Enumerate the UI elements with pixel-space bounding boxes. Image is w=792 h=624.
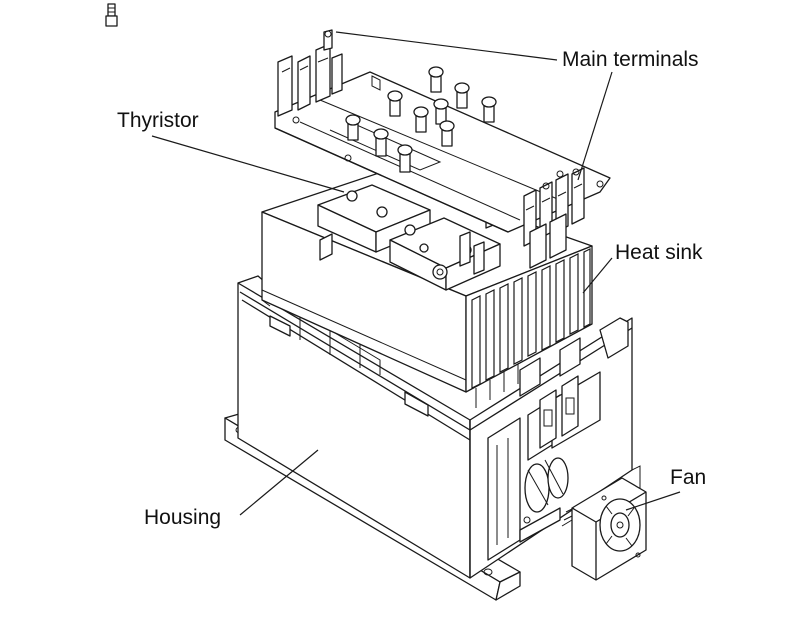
label-fan: Fan (670, 466, 707, 489)
leader-main-terminals-2 (577, 71, 613, 181)
label-thyristor: Thyristor (117, 109, 199, 132)
leader-heat-sink (582, 257, 613, 294)
leader-housing (239, 449, 319, 516)
right-terminal-posts (523, 167, 585, 269)
fan (561, 477, 647, 581)
leader-thyristor (151, 135, 345, 193)
leader-lines (151, 31, 681, 516)
terminal-bolts (345, 66, 497, 173)
label-main-terminals: Main terminals (562, 48, 699, 71)
leader-main-terminals-1 (335, 31, 558, 61)
housing (224, 275, 641, 601)
loose-screw-icon (105, 3, 118, 27)
label-housing: Housing (144, 506, 222, 529)
leader-fan (625, 491, 681, 511)
label-heat-sink: Heat sink (615, 241, 703, 264)
left-terminal-posts (277, 29, 343, 117)
busbar-plate (274, 29, 611, 269)
